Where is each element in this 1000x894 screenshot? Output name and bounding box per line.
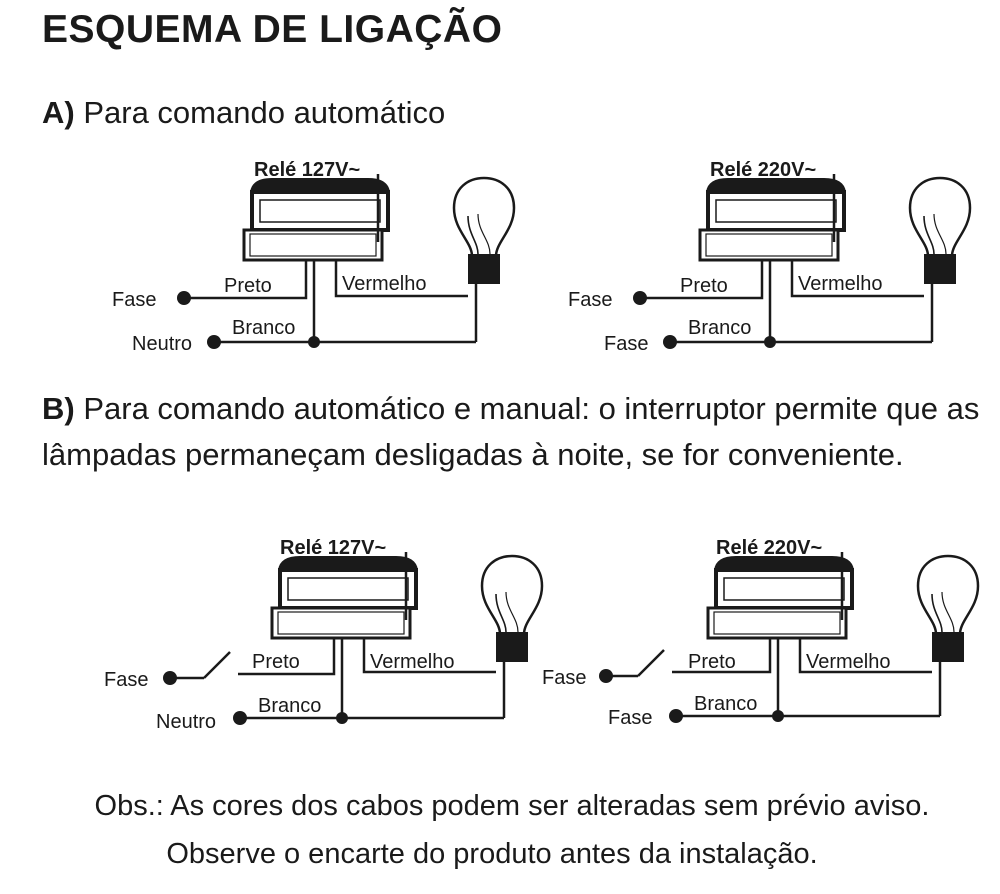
wire-preto bbox=[672, 638, 772, 674]
relay-label: Relé 127V~ bbox=[280, 537, 386, 559]
relay-icon bbox=[698, 176, 848, 262]
wire-label-branco: Branco bbox=[688, 317, 751, 339]
section-a-text: Para comando automático bbox=[74, 95, 446, 130]
lamp-icon bbox=[916, 554, 980, 664]
terminal-fase bbox=[633, 291, 647, 305]
diagram-b-127v: Relé 127V~ Preto Fase Branco Neutro Verm… bbox=[104, 537, 544, 733]
junction-dot bbox=[308, 336, 320, 348]
wire-label-branco: Branco bbox=[232, 317, 295, 339]
relay-icon bbox=[270, 554, 420, 640]
relay-label: Relé 220V~ bbox=[710, 159, 816, 181]
terminal-neutro bbox=[207, 335, 221, 349]
wire-label-preto: Preto bbox=[224, 275, 272, 297]
section-a-heading: A) Para comando automático bbox=[42, 90, 445, 136]
terminal-label-1: Fase bbox=[112, 289, 156, 311]
terminal-label-2: Fase bbox=[608, 707, 652, 729]
wire-preto bbox=[238, 638, 336, 676]
wire-vermelho bbox=[334, 260, 468, 298]
relay-icon bbox=[242, 176, 392, 262]
junction-dot bbox=[764, 336, 776, 348]
wire-vermelho bbox=[798, 638, 932, 674]
wire-preto bbox=[640, 260, 764, 300]
terminal-label-1: Fase bbox=[104, 669, 148, 691]
lamp-icon bbox=[480, 554, 544, 664]
wire-vermelho bbox=[362, 638, 496, 674]
wire-label-branco: Branco bbox=[694, 693, 757, 715]
relay-label: Relé 127V~ bbox=[254, 159, 360, 181]
junction-dot bbox=[772, 710, 784, 722]
terminal-fase-2 bbox=[669, 709, 683, 723]
terminal-label-2: Fase bbox=[604, 333, 648, 355]
terminal-label-2: Neutro bbox=[132, 333, 192, 355]
switch-icon bbox=[203, 651, 231, 679]
wire-label-vermelho: Vermelho bbox=[370, 651, 455, 673]
terminal-label-1: Fase bbox=[568, 289, 612, 311]
section-b-letter: B) bbox=[42, 391, 75, 426]
diagram-a-220v: Relé 220V~ Preto Fase Branco Fase Vermel… bbox=[568, 159, 972, 355]
section-b-heading: B) Para comando automático e manual: o i… bbox=[42, 386, 992, 478]
terminal-fase-2 bbox=[663, 335, 677, 349]
page-title: ESQUEMA DE LIGAÇÃO bbox=[42, 8, 503, 51]
diagram-b-220v: Relé 220V~ Preto Fase Branco Fase Vermel… bbox=[542, 537, 980, 729]
wire-label-vermelho: Vermelho bbox=[342, 273, 427, 295]
section-b-text: Para comando automático e manual: o inte… bbox=[42, 391, 980, 472]
junction-dot bbox=[336, 712, 348, 724]
terminal-label-2: Neutro bbox=[156, 711, 216, 733]
wire-label-preto: Preto bbox=[688, 651, 736, 673]
section-a-letter: A) bbox=[42, 95, 75, 130]
terminal-label-1: Fase bbox=[542, 667, 586, 689]
wire-preto bbox=[184, 260, 308, 300]
obs-line-2: Observe o encarte do produto antes da in… bbox=[166, 838, 818, 870]
wire-label-vermelho: Vermelho bbox=[798, 273, 883, 295]
wire-label-branco: Branco bbox=[258, 695, 321, 717]
diagram-a-127v: Relé 127V~ Preto Fase Branco Neutro Verm… bbox=[112, 159, 516, 355]
switch-icon bbox=[637, 649, 665, 677]
terminal-neutro bbox=[233, 711, 247, 725]
terminal-fase bbox=[177, 291, 191, 305]
relay-label: Relé 220V~ bbox=[716, 537, 822, 559]
wire-label-preto: Preto bbox=[680, 275, 728, 297]
wire-label-vermelho: Vermelho bbox=[806, 651, 891, 673]
relay-icon bbox=[706, 554, 856, 640]
lamp-icon bbox=[452, 176, 516, 286]
obs-line-1: Obs.: As cores dos cabos podem ser alter… bbox=[94, 790, 930, 822]
lamp-icon bbox=[908, 176, 972, 286]
wire-vermelho bbox=[790, 260, 924, 298]
wire-label-preto: Preto bbox=[252, 651, 300, 673]
